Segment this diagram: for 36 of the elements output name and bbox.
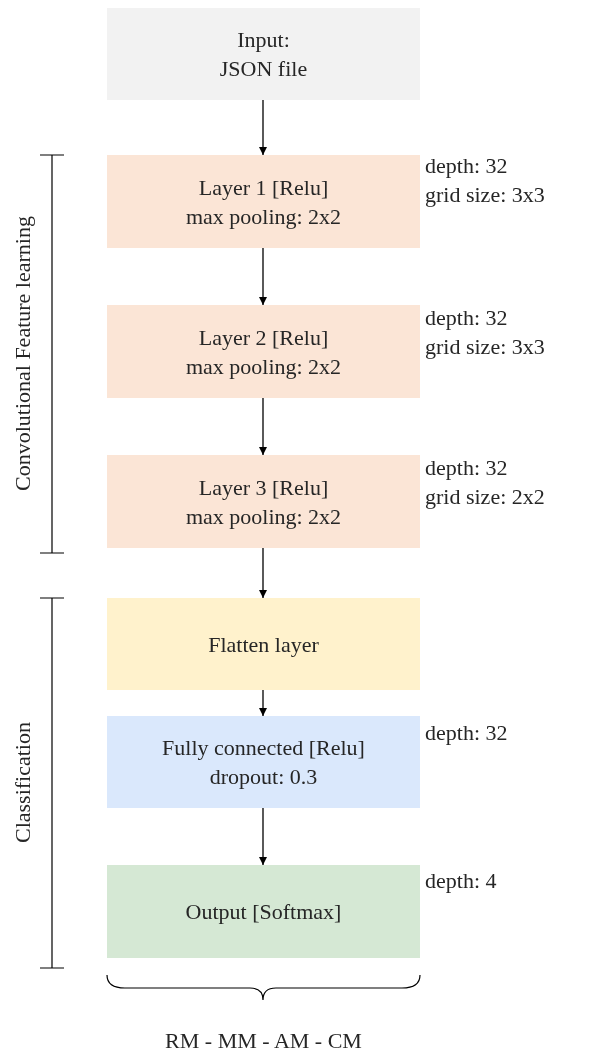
group-label: Classification (10, 721, 36, 846)
box-text: max pooling: 2x2 (185, 502, 342, 531)
box-text: Flatten layer (208, 630, 319, 659)
arrow (259, 547, 267, 599)
layer-box (107, 155, 420, 248)
arrow (259, 807, 267, 866)
parameter-text: grid size: 3x3 (425, 333, 545, 361)
box-text: dropout: 0.3 (209, 763, 318, 791)
arrow (259, 99, 267, 156)
parameter-text: depth: 32 (425, 719, 508, 747)
arrow (259, 689, 267, 717)
parameter-text: depth: 4 (425, 867, 497, 895)
layer-box (107, 598, 420, 690)
parameter-text: grid size: 3x3 (425, 181, 545, 209)
box-text: Input: (237, 26, 290, 54)
layer-box (107, 455, 420, 548)
box-text: Fully connected [Relu] (162, 734, 365, 762)
group-label: Convolutional Feature learning (10, 215, 36, 494)
box-text: Layer 2 [Relu] (198, 323, 329, 352)
parameter-text: grid size: 2x2 (425, 483, 545, 511)
box-text: Output [Softmax] (185, 898, 342, 926)
layer-box (107, 305, 420, 398)
parameter-text: depth: 32 (425, 454, 509, 482)
arrow (259, 247, 267, 306)
parameter-text: depth: 32 (425, 304, 509, 332)
layer-box (107, 8, 420, 100)
brace-label: RM - MM - AM - CM (164, 1028, 363, 1054)
layer-box (107, 865, 420, 958)
arrow (259, 397, 267, 456)
box-text: Layer 1 [Relu] (198, 173, 329, 202)
box-text: JSON file (219, 55, 308, 83)
box-text: Layer 3 [Relu] (198, 473, 329, 502)
layer-box (107, 716, 420, 808)
parameter-text: depth: 32 (425, 152, 509, 180)
box-text: max pooling: 2x2 (185, 202, 342, 231)
box-text: max pooling: 2x2 (185, 352, 342, 381)
